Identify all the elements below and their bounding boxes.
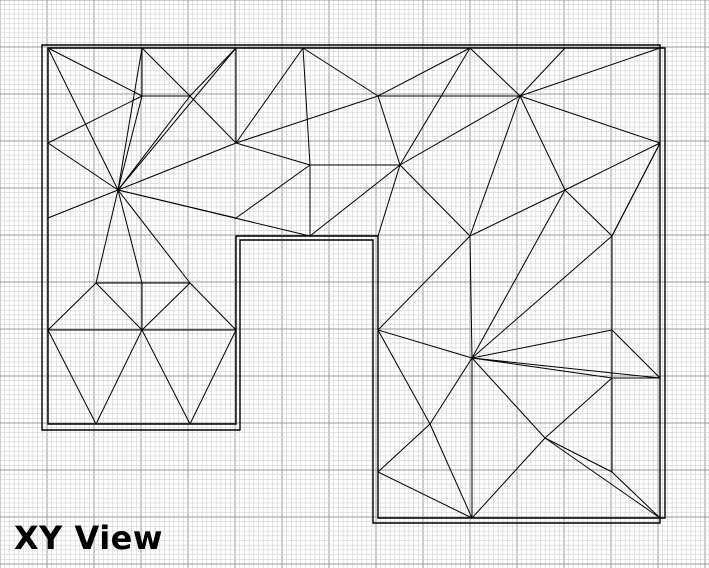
mesh-edge [377,329,473,359]
mesh-edge [117,189,143,284]
mesh-edge [519,47,566,97]
mesh-edge [302,47,311,166]
mesh-edge [47,95,143,144]
view-label: XY View [14,519,163,557]
triangle-mesh [47,47,661,519]
mesh-edge [141,47,191,97]
mesh-edge [611,471,661,519]
mesh-edge [519,95,566,191]
mesh-edge [47,282,97,331]
mesh-edge [235,47,304,144]
mesh-edge [544,437,661,519]
mesh-edge [117,189,311,237]
mesh-edge [141,282,191,331]
mesh-edge [302,47,379,97]
mesh-edge [429,423,473,519]
mesh-edge [47,47,143,97]
mesh-edge [117,47,143,191]
mesh-edge [471,437,546,519]
mesh-edge [377,471,473,519]
mesh-edge [399,95,521,166]
mesh-edge [117,95,143,191]
mesh-edge [189,47,237,97]
mesh-edge [117,142,237,191]
mesh-edge [429,357,473,425]
mesh-edge [47,47,119,191]
mesh-edge [399,47,471,166]
mesh-edge [611,142,661,237]
mesh-edge [471,329,613,359]
mesh-edge [95,189,119,284]
mesh-edge [377,95,401,166]
mesh-edge [469,47,521,97]
mesh-edge [564,142,661,191]
mesh-edge [611,329,661,379]
mesh-edge [189,329,237,425]
mesh-edge [189,282,237,331]
outline-edge [41,44,661,524]
mesh-edge [377,164,401,237]
mesh-edge [141,329,191,425]
mesh-edge [519,95,661,144]
mesh-edge [235,164,311,219]
mesh-edge [377,423,431,473]
mesh-edge [519,47,661,97]
mesh-edge [377,47,471,97]
mesh-edge [471,189,566,359]
mesh-edge [47,189,119,219]
mesh-edge [117,47,237,191]
mesh-edge [47,142,119,191]
mesh-edge [377,329,431,425]
mesh-edge [471,357,546,439]
mesh-edge [235,142,311,166]
mesh-edge [469,95,521,237]
mesh-edge [469,189,566,237]
mesh-edge [399,164,471,237]
mesh-edge [47,329,97,425]
mesh-edge [469,235,473,359]
mesh-edge [189,95,237,144]
mesh-edge [117,95,191,191]
mesh-edge [544,437,613,473]
mesh-edge [471,235,613,359]
mesh-edge [377,235,471,331]
mesh-edge [309,164,401,237]
mesh-edge [95,329,143,425]
mesh-edge [117,189,191,284]
mesh-edge [544,377,613,439]
mesh-edge [471,357,661,379]
mesh-edge [95,282,143,331]
mesh-edge [564,189,613,237]
mesh-edge [471,357,613,379]
